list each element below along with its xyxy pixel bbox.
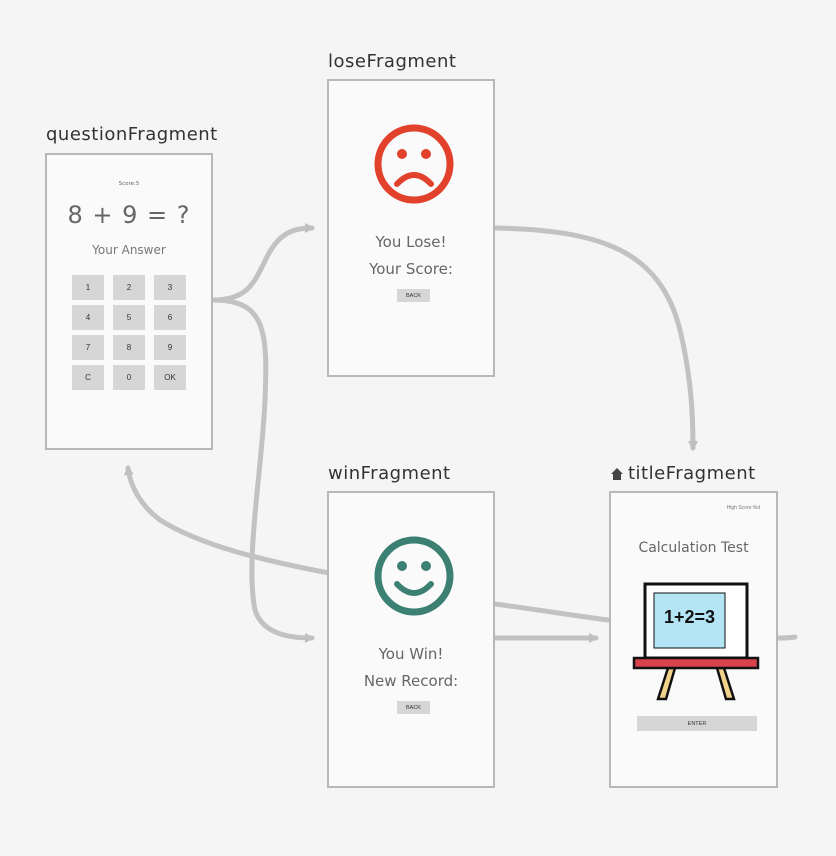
title-fragment[interactable]: High Score:%d Calculation Test 1+2=3 ENT… (609, 491, 778, 788)
key-2[interactable]: 2 (113, 275, 145, 300)
key-ok[interactable]: OK (154, 365, 186, 390)
arrow-title-out (775, 634, 798, 641)
key-7[interactable]: 7 (72, 335, 104, 360)
key-0[interactable]: 0 (113, 365, 145, 390)
key-9[interactable]: 9 (154, 335, 186, 360)
answer-field[interactable]: Your Answer (92, 243, 166, 257)
number-keypad: 1 2 3 4 5 6 7 8 9 C 0 OK (72, 275, 188, 390)
lose-message: You Lose! (375, 233, 447, 251)
lose-fragment-title: loseFragment (328, 51, 457, 72)
key-8[interactable]: 8 (113, 335, 145, 360)
key-1[interactable]: 1 (72, 275, 104, 300)
app-title: Calculation Test (638, 540, 749, 556)
win-message: You Win! (378, 645, 444, 663)
board-equation: 1+2=3 (663, 607, 716, 627)
key-clear[interactable]: C (72, 365, 104, 390)
title-fragment-title: titleFragment (628, 463, 756, 484)
arrow-question-to-lose (210, 223, 315, 303)
key-3[interactable]: 3 (154, 275, 186, 300)
win-back-button[interactable]: BACK (397, 701, 430, 714)
score-label: Score:5 (118, 181, 140, 187)
your-score-label: Your Score: (369, 260, 453, 278)
high-score-label: High Score:%d (726, 505, 760, 511)
new-record-label: New Record: (363, 672, 459, 690)
key-6[interactable]: 6 (154, 305, 186, 330)
arrow-title-to-win (492, 601, 611, 623)
enter-button[interactable]: ENTER (637, 716, 757, 731)
key-4[interactable]: 4 (72, 305, 104, 330)
arrow-lose-to-title (492, 225, 698, 451)
key-5[interactable]: 5 (113, 305, 145, 330)
question-fragment[interactable]: Score:5 8 + 9 = ? Your Answer 1 2 3 4 5 … (45, 153, 213, 450)
lose-back-button[interactable]: BACK (397, 289, 430, 302)
win-fragment[interactable]: You Win! New Record: BACK (327, 491, 495, 788)
arrow-win-to-question (123, 465, 332, 576)
easel-board-icon (632, 582, 760, 701)
arrow-question-to-win (210, 297, 315, 643)
lose-fragment[interactable]: You Lose! Your Score: BACK (327, 79, 495, 377)
win-fragment-title: winFragment (328, 463, 451, 484)
happy-face-icon (374, 536, 454, 616)
question-fragment-title: questionFragment (46, 124, 218, 145)
equation-text: 8 + 9 = ? (67, 201, 191, 229)
home-icon (610, 466, 624, 480)
sad-face-icon (374, 124, 454, 204)
